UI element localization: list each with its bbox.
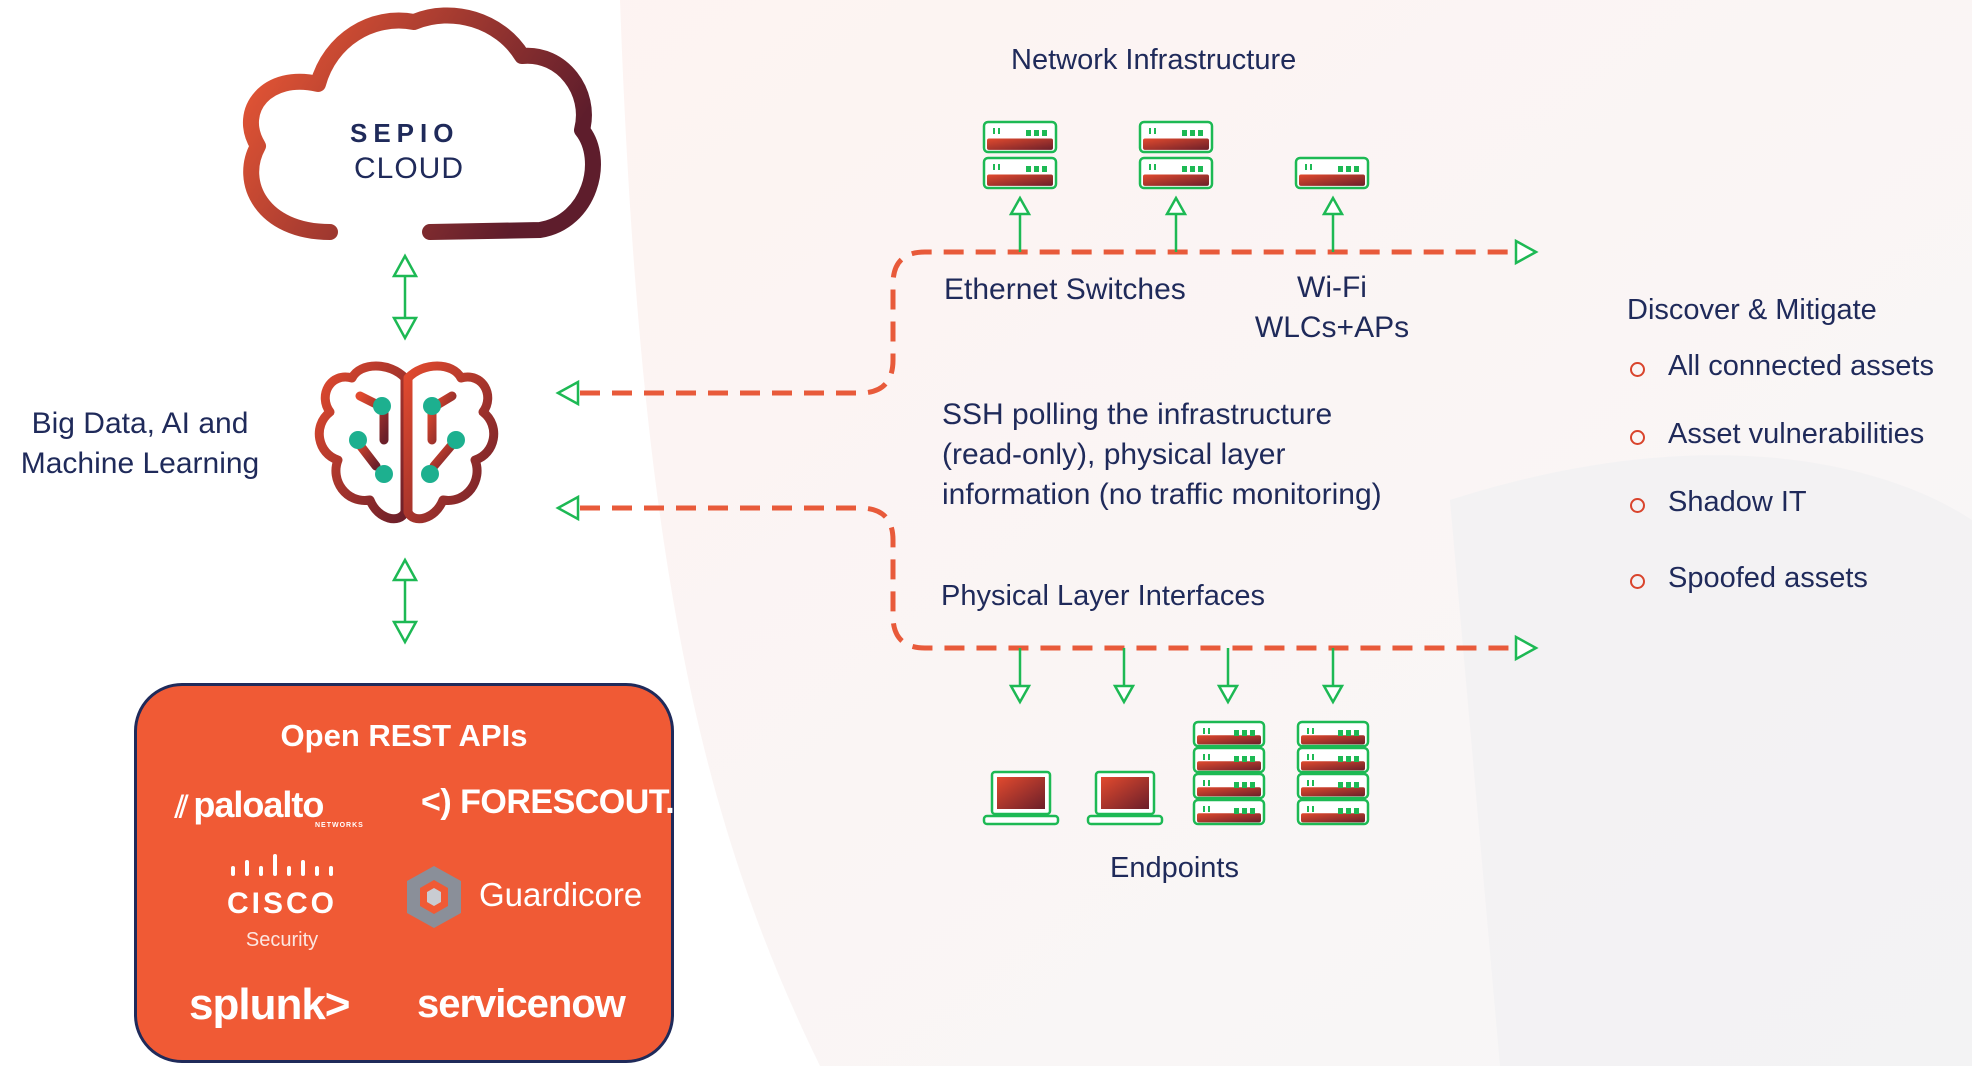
laptop-icon bbox=[1086, 770, 1164, 826]
paloalto-logo: ⫽paloalto NETWORKS bbox=[175, 784, 363, 829]
discover-item: All connected assets bbox=[1630, 350, 1934, 383]
circle-bullet-icon bbox=[1630, 430, 1645, 445]
circle-bullet-icon bbox=[1630, 574, 1645, 589]
switch-unit-icon bbox=[1138, 120, 1214, 154]
server-unit-icon bbox=[1192, 798, 1266, 826]
cloud-icon bbox=[243, 7, 601, 240]
server-unit-icon bbox=[1192, 720, 1266, 748]
server-unit-icon bbox=[1192, 772, 1266, 800]
discover-item-label: Shadow IT bbox=[1668, 486, 1807, 518]
paloalto-wordmark: paloalto bbox=[193, 784, 324, 825]
discover-item: Asset vulnerabilities bbox=[1630, 418, 1925, 451]
discover-item-label: Asset vulnerabilities bbox=[1668, 418, 1925, 450]
dashed-connector-bottom bbox=[580, 505, 1512, 651]
brain-nodes bbox=[349, 397, 465, 483]
forescout-logo: <) FORESCOUT. bbox=[421, 783, 675, 821]
api-title: Open REST APIs bbox=[280, 718, 528, 753]
server-unit-icon bbox=[1192, 746, 1266, 774]
discover-item: Shadow IT bbox=[1630, 486, 1807, 519]
switch-unit-icon bbox=[1294, 156, 1370, 190]
discover-item-label: Spoofed assets bbox=[1668, 562, 1868, 594]
circle-bullet-icon bbox=[1630, 362, 1645, 377]
circle-bullet-icon bbox=[1630, 498, 1645, 513]
guardicore-wordmark: Guardicore bbox=[479, 876, 643, 913]
dashed-connector-top bbox=[580, 249, 1512, 396]
brain-label-line1: Big Data, AI and bbox=[31, 407, 249, 440]
wifi-label-line2: WLCs+APs bbox=[1254, 311, 1410, 344]
cisco-logo: CISCO Security bbox=[217, 854, 347, 952]
dashed-arrowheads bbox=[555, 238, 1539, 662]
cisco-bars-icon bbox=[231, 854, 333, 876]
brain-api-arrow bbox=[391, 557, 419, 645]
ssh-line2: (read-only), physical layer bbox=[942, 438, 1286, 471]
physical-layer-label: Physical Layer Interfaces bbox=[941, 580, 1265, 612]
server-unit-icon bbox=[1296, 746, 1370, 774]
cisco-subtext: Security bbox=[245, 929, 319, 951]
open-rest-apis-panel: Open REST APIs ⫽paloalto NETWORKS <) FOR… bbox=[134, 683, 675, 1063]
network-title: Network Infrastructure bbox=[1011, 44, 1297, 76]
servicenow-logo: servicenow bbox=[417, 982, 626, 1026]
discover-title: Discover & Mitigate bbox=[1627, 294, 1877, 326]
endpoint-arrows bbox=[1008, 648, 1345, 705]
splunk-logo: splunk> bbox=[189, 980, 350, 1029]
server-unit-icon bbox=[1296, 798, 1370, 826]
server-unit-icon bbox=[1296, 772, 1370, 800]
switches-label: Ethernet Switches bbox=[944, 273, 1186, 306]
cloud-label: CLOUD bbox=[354, 152, 465, 185]
switch-unit-icon bbox=[982, 156, 1058, 190]
laptop-icon bbox=[982, 770, 1060, 826]
guardicore-logo: Guardicore bbox=[403, 864, 642, 938]
discover-item-label: All connected assets bbox=[1668, 350, 1934, 382]
endpoints-label: Endpoints bbox=[1110, 852, 1239, 884]
cisco-wordmark: CISCO bbox=[226, 887, 337, 920]
brain-label-line2: Machine Learning bbox=[20, 447, 260, 480]
brain-icon bbox=[314, 361, 499, 524]
switch-arrows bbox=[1008, 195, 1345, 252]
cloud-brand: SEPIO bbox=[350, 118, 460, 148]
paloalto-mark-icon: ⫽ bbox=[175, 791, 188, 824]
switch-unit-icon bbox=[1138, 156, 1214, 190]
switch-unit-icon bbox=[982, 120, 1058, 154]
server-unit-icon bbox=[1296, 720, 1370, 748]
paloalto-subtext: NETWORKS bbox=[315, 822, 364, 829]
guardicore-hex-icon bbox=[407, 866, 461, 928]
endpoint-icons bbox=[982, 720, 1370, 826]
wifi-label-line1: Wi-Fi bbox=[1297, 271, 1367, 304]
network-switch-icons bbox=[982, 120, 1370, 190]
cloud-brain-arrow bbox=[391, 253, 419, 341]
ssh-line3: information (no traffic monitoring) bbox=[942, 478, 1382, 511]
discover-item: Spoofed assets bbox=[1630, 562, 1868, 595]
ssh-line1: SSH polling the infrastructure bbox=[942, 398, 1333, 431]
